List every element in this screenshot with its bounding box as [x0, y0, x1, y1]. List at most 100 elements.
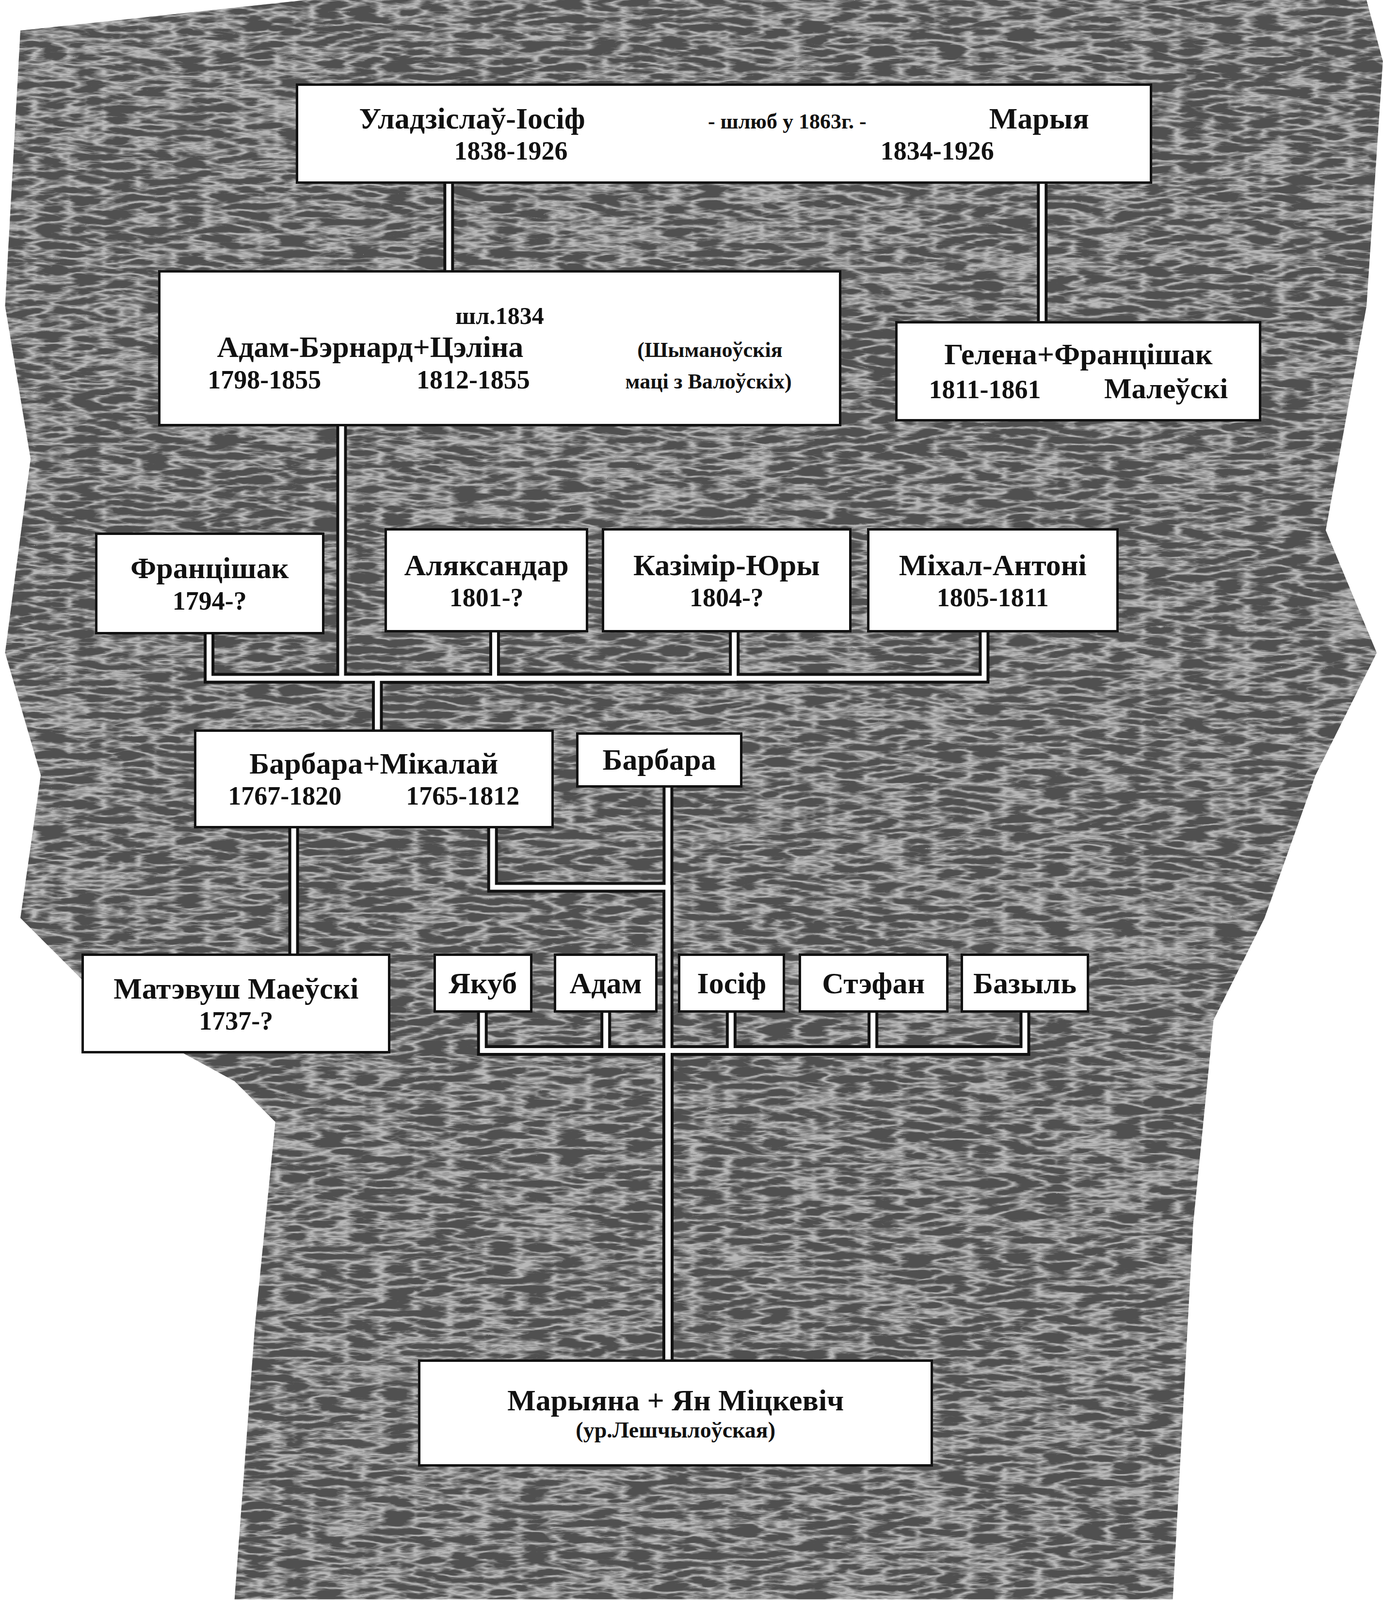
family-link [482, 1012, 669, 1360]
text-row: 1767-1820 1765-1812 [203, 780, 545, 811]
person-text: Уладзіслаў-Іосіф [358, 101, 585, 136]
text-row: Уладзіслаў-Іосіф - шлюб у 1863г. - Марыя [305, 101, 1144, 136]
person-text: Малеўскі [1104, 371, 1228, 406]
connector-core [667, 1012, 1025, 1360]
person-text: Якуб [448, 965, 517, 1001]
text-row: Аляксандар [393, 547, 580, 583]
connector-core [377, 632, 735, 730]
text-row: Матэвуш Маеўскі [90, 971, 382, 1006]
person-box: шл.1834Адам-Бэрнард+Цэліна(Шыманоўскія17… [158, 270, 842, 427]
connector-core [209, 634, 378, 730]
person-text: 1834-1926 [880, 135, 995, 166]
family-link [377, 632, 984, 730]
person-text: Міхал-Антоні [899, 547, 1087, 583]
person-box: Марыяна + Ян Міцкевіч(ур.Лешчылоўская) [418, 1359, 933, 1467]
person-text: 1811-1861 [929, 374, 1042, 405]
text-row: Міхал-Антоні [876, 547, 1110, 583]
connector-core [291, 828, 297, 954]
connector-core [1039, 183, 1045, 322]
text-row: 1798-1855 1812-1855 маці з Валоўскіх) [167, 364, 833, 395]
person-box: Адам [553, 953, 659, 1013]
text-row: Казімір-Юры [611, 547, 843, 583]
text-row: 1737-? [90, 1005, 382, 1036]
text-row: Базыль [969, 965, 1080, 1001]
family-link [288, 828, 300, 954]
person-text: Марыяна + Ян Міцкевіч [507, 1383, 844, 1418]
connector-core [605, 1012, 668, 1360]
person-text: Марыя [989, 101, 1090, 136]
text-row: (ур.Лешчылоўская) [427, 1417, 924, 1444]
text-row: 1805-1811 [876, 582, 1110, 613]
person-text: Барбара [602, 742, 717, 777]
text-row: Францішак [104, 550, 316, 586]
person-box: Стэфан [798, 953, 949, 1013]
family-link [667, 1012, 1025, 1360]
family-link [492, 828, 669, 1360]
person-text: (ур.Лешчылоўская) [575, 1417, 776, 1444]
person-text: 1805-1811 [936, 582, 1049, 613]
person-text: 1838-1926 [453, 135, 568, 166]
person-box: Іосіф [677, 953, 786, 1013]
text-row: 1838-1926 1834-1926 [305, 135, 1144, 166]
person-text: Адам-Бэрнард+Цэліна [216, 329, 524, 365]
text-row: 1811-1861 Малеўскі [904, 371, 1253, 406]
family-link [605, 1012, 668, 1360]
text-row: Іосіф [687, 965, 776, 1001]
person-text: Іосіф [697, 965, 767, 1001]
person-box: Аляксандар1801-? [384, 528, 589, 633]
person-box: Матэвуш Маеўскі1737-? [81, 953, 391, 1054]
person-box: Францішак1794-? [95, 532, 325, 635]
person-box: Уладзіслаў-Іосіф- шлюб у 1863г. -Марыя18… [295, 83, 1153, 184]
text-row: Марыяна + Ян Міцкевіч [427, 1383, 924, 1418]
person-text: 1804-? [689, 582, 764, 613]
text-row: Барбара [585, 742, 734, 777]
person-box: Казімір-Юры1804-? [601, 528, 852, 633]
text-row: 1801-? [393, 582, 580, 613]
connector-core [446, 183, 451, 271]
person-box: Барбара [576, 732, 743, 788]
person-text: маці з Валоўскіх) [625, 369, 792, 395]
person-text: Гелена+Францішак [944, 337, 1213, 372]
person-text: 1812-1855 [416, 364, 531, 395]
person-box: Базыль [960, 953, 1090, 1013]
person-text: 1765-1812 [405, 780, 520, 811]
person-text: Барбара+Мікалай [249, 746, 499, 781]
person-box: Міхал-Антоні1805-1811 [867, 528, 1119, 633]
text-row: Адам-Бэрнард+Цэліна (Шыманоўскія [167, 329, 833, 365]
person-text: Стэфан [821, 965, 925, 1001]
text-row: Барбара+Мікалай [203, 746, 545, 781]
connector-core [482, 1012, 669, 1360]
family-link [1036, 183, 1048, 322]
person-text: - шлюб у 1863г. - [707, 109, 867, 135]
family-link [667, 1012, 731, 1360]
person-text: Казімір-Юры [633, 547, 821, 583]
family-link [667, 1012, 873, 1360]
person-text: 1737-? [198, 1005, 274, 1036]
text-row: шл.1834 [167, 302, 833, 331]
text-row: Стэфан [807, 965, 940, 1001]
person-text: Аляксандар [404, 547, 569, 583]
text-row: Адам [562, 965, 649, 1001]
person-box: Якуб [433, 953, 533, 1013]
text-row: Гелена+Францішак [904, 337, 1253, 372]
connector-core [492, 828, 669, 1360]
person-text: (Шыманоўскія [637, 337, 783, 363]
person-text: 1794-? [172, 585, 247, 616]
person-text: Базыль [973, 965, 1077, 1001]
text-row: 1804-? [611, 582, 843, 613]
person-text: 1801-? [449, 582, 524, 613]
family-link [341, 426, 378, 730]
person-text: шл.1834 [455, 302, 545, 331]
person-box: Барбара+Мікалай1767-1820 1765-1812 [193, 729, 554, 829]
connector-core [667, 1012, 731, 1360]
person-text: 1798-1855 [207, 364, 322, 395]
person-text: 1767-1820 [227, 780, 342, 811]
family-link [443, 183, 454, 271]
person-text: Францішак [130, 550, 289, 586]
text-row: 1794-? [104, 585, 316, 616]
person-text: Адам [569, 965, 642, 1001]
person-text: Матэвуш Маеўскі [113, 971, 359, 1006]
connector-core [377, 632, 984, 730]
connector-core [341, 426, 378, 730]
